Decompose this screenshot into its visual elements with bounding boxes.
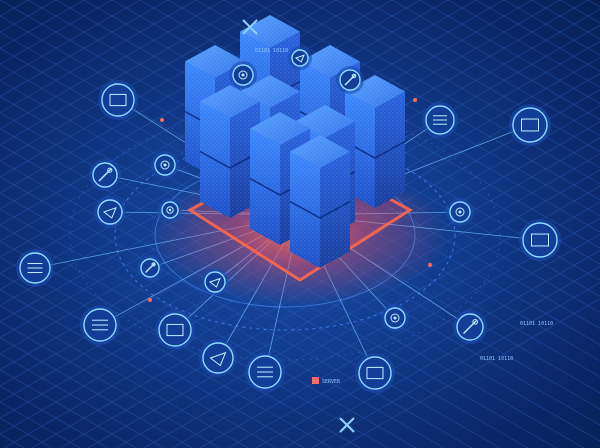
tech-label-right: 01101 10110 — [520, 321, 553, 327]
pencil-icon — [336, 66, 364, 94]
label-marker — [312, 377, 319, 384]
network-icon — [98, 80, 138, 120]
settings-icon — [89, 159, 121, 191]
database-icon — [453, 310, 487, 344]
network-icon — [381, 304, 409, 332]
sparkle-dots — [148, 98, 432, 302]
link-icon — [245, 352, 285, 392]
lock-icon — [137, 255, 163, 281]
cloud-upload-icon — [80, 305, 120, 345]
link-icon — [288, 46, 312, 70]
chart-icon — [151, 151, 179, 179]
globe-icon — [519, 219, 561, 261]
send-icon — [16, 249, 54, 287]
tech-label-bottom: SERVER — [322, 379, 341, 385]
icon-nodes — [16, 46, 561, 393]
server-rack-cluster — [184, 15, 406, 268]
tech-label-right2: 01101 10110 — [480, 356, 513, 362]
tech-label-top: 01101 10110 — [255, 48, 288, 54]
database-icon — [229, 61, 257, 89]
wrench-icon — [201, 268, 229, 296]
stack-icon — [446, 198, 474, 226]
pencil-icon — [199, 339, 237, 377]
close-marker-icon — [242, 19, 355, 433]
gear-icon — [158, 198, 182, 222]
eye-icon — [155, 310, 195, 350]
tech-labels: 01101 10110 SERVER 01101 10110 01101 101… — [255, 48, 553, 385]
cloud-icon — [355, 353, 395, 393]
server-block — [289, 135, 351, 268]
gear-icon — [509, 104, 551, 146]
tools-icon — [94, 196, 126, 228]
cloud-icon — [422, 102, 458, 138]
